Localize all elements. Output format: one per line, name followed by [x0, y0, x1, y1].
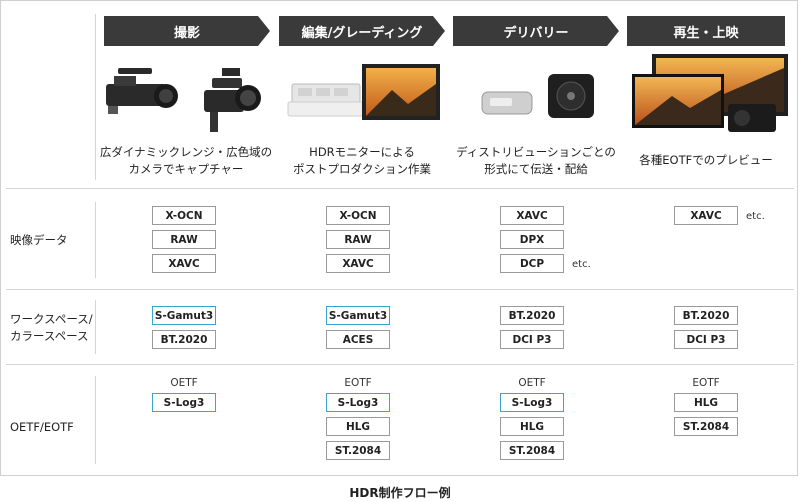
- display-illustration: [632, 54, 788, 132]
- stage-header-shooting: 撮影: [104, 16, 270, 46]
- format-tag: XAVC: [500, 206, 564, 225]
- caption-grading: HDRモニターによるポストプロダクション作業: [293, 145, 431, 176]
- transfer-heading: EOTF: [692, 377, 720, 389]
- transfer-tag: HLG: [674, 393, 738, 412]
- divider: [95, 300, 96, 354]
- workspace-tag: BT.2020: [674, 306, 738, 325]
- row-label-workspace: ワークスペース/カラースペース: [10, 312, 93, 343]
- transfer-tag: HLG: [326, 417, 390, 436]
- camera-illustration: [106, 68, 261, 132]
- stage-header-delivery: デリバリー: [453, 16, 619, 46]
- diagram-frame: [0, 0, 798, 476]
- divider: [95, 376, 96, 464]
- row-divider: [6, 364, 794, 365]
- workspace-tag: BT.2020: [500, 306, 564, 325]
- format-tag: XAVC: [326, 254, 390, 273]
- format-tag: DCP: [500, 254, 564, 273]
- caption-delivery: ディストリビューションごとの形式にて伝送・配給: [456, 145, 616, 176]
- format-tag: XAVC: [152, 254, 216, 273]
- workspace-tag: BT.2020: [152, 330, 216, 349]
- workspace-tag: S-Gamut3: [326, 306, 390, 325]
- transfer-heading: OETF: [170, 377, 198, 389]
- etc-note: etc.: [572, 259, 591, 270]
- row-label-video-data: 映像データ: [10, 233, 68, 247]
- transfer-heading: EOTF: [344, 377, 372, 389]
- transfer-tag: ST.2084: [674, 417, 738, 436]
- format-tag: DPX: [500, 230, 564, 249]
- workspace-tag: S-Gamut3: [152, 306, 216, 325]
- row-divider: [6, 289, 794, 290]
- divider: [95, 202, 96, 278]
- format-tag: RAW: [326, 230, 390, 249]
- format-tag: RAW: [152, 230, 216, 249]
- monitor-illustration: [287, 64, 440, 120]
- divider: [95, 14, 96, 180]
- transfer-tag: ST.2084: [500, 441, 564, 460]
- figure-caption: HDR制作フロー例: [349, 486, 451, 500]
- transfer-tag: S-Log3: [500, 393, 564, 412]
- row-label-oetf-eotf: OETF/EOTF: [10, 420, 74, 434]
- transfer-tag: ST.2084: [326, 441, 390, 460]
- caption-playback: 各種EOTFでのプレビュー: [639, 153, 773, 167]
- transfer-heading: OETF: [518, 377, 546, 389]
- stage-header-playback: 再生・上映: [627, 16, 785, 46]
- media-illustration: [481, 74, 594, 118]
- workspace-tag: ACES: [326, 330, 390, 349]
- etc-note: etc.: [746, 211, 765, 222]
- format-tag: X-OCN: [152, 206, 216, 225]
- workspace-tag: DCI P3: [500, 330, 564, 349]
- format-tag: X-OCN: [326, 206, 390, 225]
- stage-header-grading: 編集/グレーディング: [279, 16, 445, 46]
- row-divider: [6, 188, 794, 189]
- transfer-tag: HLG: [500, 417, 564, 436]
- workspace-tag: DCI P3: [674, 330, 738, 349]
- format-tag: XAVC: [674, 206, 738, 225]
- caption-shooting: 広ダイナミックレンジ・広色域のカメラでキャプチャー: [99, 145, 273, 176]
- transfer-tag: S-Log3: [326, 393, 390, 412]
- transfer-tag: S-Log3: [152, 393, 216, 412]
